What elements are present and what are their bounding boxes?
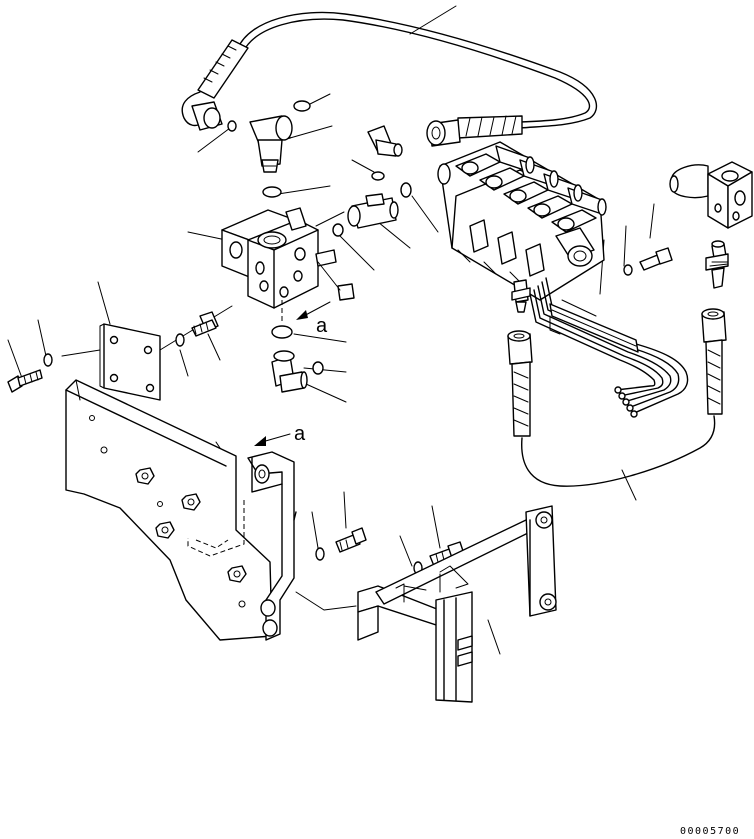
leader-lines — [7, 5, 655, 655]
view-label-a: a — [316, 315, 328, 337]
o-rings-upper — [227, 100, 412, 237]
mounting-plate — [61, 305, 233, 401]
view-arrow-a-lower: a — [254, 423, 306, 446]
stack-bolt — [623, 247, 673, 276]
connector-line — [295, 591, 357, 611]
lower-hose-pair — [507, 308, 727, 487]
figure-code: 00005700 — [680, 826, 740, 837]
pilot-valve-block — [669, 161, 753, 289]
tee-fitting — [347, 193, 399, 229]
tube-bundle — [529, 277, 689, 418]
bolts-left — [7, 311, 219, 393]
control-valve-stack — [437, 141, 607, 313]
elbow-fitting-upper — [249, 115, 293, 173]
main-bracket — [65, 379, 297, 641]
valve-block — [221, 207, 355, 322]
view-arrow-a-upper: a — [296, 301, 331, 337]
arrow-label-a: a — [294, 423, 306, 445]
small-elbow-fitting — [367, 125, 403, 157]
lower-valve-fittings — [271, 325, 324, 393]
upper-hose-assembly — [181, 11, 598, 147]
lower-bracket — [357, 505, 557, 703]
